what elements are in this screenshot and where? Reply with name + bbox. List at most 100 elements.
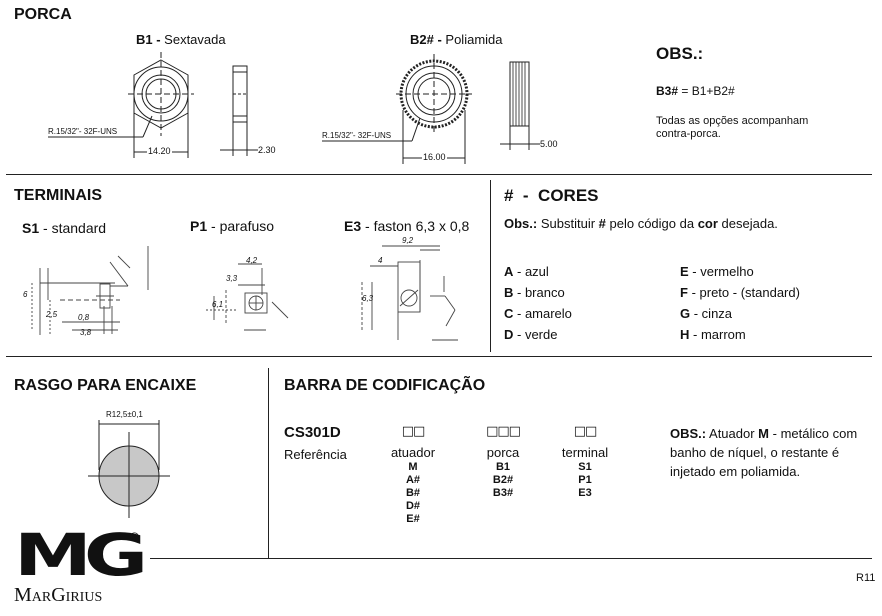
terminal-p1-caption: P1 - parafuso: [190, 218, 274, 234]
cores-obs-hash: #: [598, 216, 606, 231]
color-code: B: [504, 285, 514, 300]
atuador-item: B#: [405, 487, 421, 499]
porca-b1-thread: R.15/32"- 32F-UNS: [48, 127, 118, 136]
color-item: B - branco: [504, 282, 572, 303]
barra-obs-line2: banho de níquel, o restante é: [670, 445, 840, 460]
atuador-item: M: [408, 461, 418, 473]
porca-item: B2#: [492, 474, 514, 486]
porca-label: porca: [486, 445, 520, 460]
color-code: C: [504, 306, 514, 321]
atuador-label: atuador: [390, 445, 436, 460]
e3-dim-mid: 4: [378, 256, 383, 265]
section-title-porca: PORCA: [14, 6, 72, 23]
s1-dim-height: 6: [23, 290, 28, 299]
porca-b1-name: Sextavada: [160, 32, 226, 47]
terminal-e3-caption: E3 - faston 6,3 x 0,8: [344, 218, 469, 234]
obs-top-note: Todas as opções acompanham contra-porca.: [656, 115, 808, 141]
porca-b2-name: Poliamida: [441, 32, 503, 47]
logo-letters: MG: [14, 521, 148, 589]
barra-obs-m: M: [758, 426, 770, 441]
color-item: D - verde: [504, 324, 572, 345]
color-name: - marrom: [689, 327, 746, 342]
section-title-rasgo: RASGO PARA ENCAIXE: [14, 377, 197, 394]
barra-code: CS301D: [284, 424, 341, 441]
color-code: D: [504, 327, 514, 342]
atuador-item: E#: [406, 513, 420, 525]
color-item: H - marrom: [680, 324, 800, 345]
terminal-items: S1 P1 E3: [552, 461, 618, 500]
porca-b2-code: B2# -: [410, 32, 442, 47]
porca-b2-caption: B2# - Poliamida: [410, 32, 503, 47]
atuador-item: A#: [405, 474, 421, 486]
cores-list-left: A - azul B - branco C - amarelo D - verd…: [504, 261, 572, 345]
divider-middle: [6, 356, 872, 357]
terminal-item: E3: [578, 487, 592, 499]
barra-obs-t1: Atuador: [706, 426, 759, 441]
terminal-item: P1: [578, 474, 592, 486]
divider-terminais-cores: [490, 180, 491, 352]
barra-obs: OBS.: Atuador M - metálico com banho de …: [670, 424, 857, 481]
barra-obs-line1: OBS.: Atuador M - metálico com: [670, 424, 857, 443]
s1-dim-thick: 0,8: [78, 313, 90, 322]
obs-top-note-line2: contra-porca.: [656, 128, 721, 140]
color-name: - cinza: [690, 306, 733, 321]
cores-obs: Obs.: Substituir # pelo código da cor de…: [504, 216, 778, 231]
color-item: A - azul: [504, 261, 572, 282]
cores-dash: -: [522, 186, 529, 205]
terminal-s1-code: S1: [22, 220, 40, 236]
cores-list-right: E - vermelho F - preto - (standard) G - …: [680, 261, 800, 345]
s1-dim-offset: 2,5: [46, 310, 58, 319]
color-item: G - cinza: [680, 303, 800, 324]
color-item: C - amarelo: [504, 303, 572, 324]
barra-col-terminal: □□ terminal S1 P1 E3: [552, 424, 618, 500]
obs-top-title: OBS.:: [656, 44, 704, 63]
porca-b1-dim-width: 14.20: [147, 146, 172, 156]
brand-logo: MG ® MarGirius: [14, 526, 148, 607]
divider-footer: [150, 558, 872, 559]
terminal-e3-code: E3: [344, 218, 362, 234]
cores-obs-cor: cor: [697, 216, 718, 231]
porca-b1-code: B1 -: [136, 32, 161, 47]
atuador-items: M A# B# D# E#: [380, 461, 446, 526]
terminal-p1-code: P1: [190, 218, 208, 234]
cores-obs-t1: Substituir: [537, 216, 599, 231]
terminal-boxes: □□: [573, 424, 598, 439]
porca-b1-caption: B1 - Sextavada: [136, 32, 226, 47]
cores-hash: #: [504, 186, 514, 205]
p1-dim-top: 4,2: [246, 256, 258, 265]
barra-obs-line3: injetado em poliamida.: [670, 464, 801, 479]
color-item: F - preto - (standard): [680, 282, 800, 303]
s1-dim-width: 3,8: [80, 328, 92, 337]
terminal-item: S1: [578, 461, 592, 473]
cores-obs-t2: pelo código da: [605, 216, 698, 231]
porca-item: B1: [495, 461, 511, 473]
color-item: E - vermelho: [680, 261, 800, 282]
terminal-e3-name: - faston 6,3 x 0,8: [361, 218, 470, 234]
porca-boxes: □□□: [486, 424, 521, 439]
terminal-s1-name: - standard: [39, 220, 107, 236]
logo-registered: ®: [130, 530, 139, 544]
atuador-boxes: □□: [401, 424, 426, 439]
porca-b2-thread: R.15/32"- 32F-UNS: [322, 131, 392, 140]
barra-ref-label: Referência: [284, 447, 347, 462]
page-code: R11: [856, 572, 876, 584]
e3-dim-top: 9,2: [402, 236, 414, 245]
cores-title-line: # - CORES: [504, 186, 599, 206]
terminal-label: terminal: [561, 445, 609, 460]
section-title-terminais: TERMINAIS: [14, 187, 102, 204]
color-name: - azul: [513, 264, 549, 279]
barra-obs-label: OBS.:: [670, 426, 707, 441]
divider-rasgo-barra: [268, 368, 269, 558]
color-code: A: [504, 264, 514, 279]
cores-obs-label: Obs.:: [504, 216, 538, 231]
p1-dim-height: 6,1: [212, 300, 224, 309]
terminal-s1-caption: S1 - standard: [22, 220, 106, 236]
color-code: E: [680, 264, 689, 279]
color-code: F: [680, 285, 688, 300]
barra-col-atuador: □□ atuador M A# B# D# E#: [380, 424, 446, 526]
color-name: - branco: [513, 285, 565, 300]
color-name: - verde: [513, 327, 558, 342]
section-title-cores: CORES: [538, 186, 599, 205]
